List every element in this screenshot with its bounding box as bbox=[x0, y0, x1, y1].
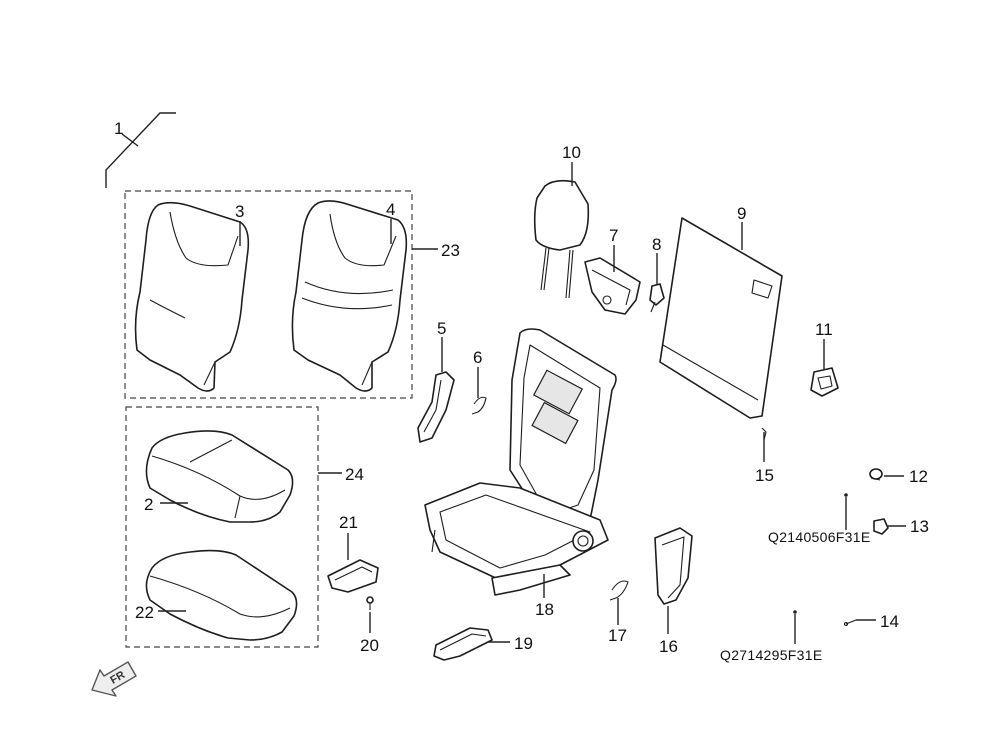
callout-2: 2 bbox=[144, 495, 153, 514]
part-17-link bbox=[609, 580, 629, 601]
part-22-cushion-pad bbox=[145, 549, 298, 641]
assembly-bracket-1 bbox=[105, 112, 176, 188]
callout-9: 9 bbox=[737, 204, 746, 223]
part-19-trim-cover bbox=[433, 627, 493, 661]
callout-11: 11 bbox=[815, 320, 833, 339]
part-12-grommet bbox=[869, 468, 883, 481]
part-10-headrest bbox=[533, 179, 590, 299]
callout-12: 12 bbox=[909, 467, 928, 486]
part-3-seatback-cover bbox=[134, 201, 250, 392]
callout-18: 18 bbox=[535, 600, 554, 619]
callout-10: 10 bbox=[562, 143, 581, 162]
part-number-lower: Q2714295F31E bbox=[720, 647, 822, 663]
callout-6: 6 bbox=[473, 348, 482, 367]
callout-17: 17 bbox=[608, 626, 627, 645]
leader-lines bbox=[158, 162, 906, 644]
callout-4: 4 bbox=[386, 200, 395, 219]
cushion-group-box bbox=[125, 406, 319, 648]
callout-24: 24 bbox=[345, 465, 364, 484]
callout-21: 21 bbox=[339, 513, 358, 532]
part-number-upper: Q2140506F31E bbox=[768, 529, 870, 545]
fastener-q2140506-dot bbox=[844, 493, 848, 497]
callout-5: 5 bbox=[437, 319, 446, 338]
part-5-side-bracket bbox=[417, 371, 455, 443]
callout-20: 20 bbox=[360, 636, 379, 655]
callout-14: 14 bbox=[880, 612, 899, 631]
part-20-screw bbox=[366, 596, 374, 610]
callout-8: 8 bbox=[652, 235, 661, 254]
callout-1: 1 bbox=[114, 119, 123, 138]
part-21-cover bbox=[327, 559, 379, 593]
part-18-seat-frame bbox=[424, 328, 617, 596]
part-4-seatback-trim bbox=[291, 200, 408, 392]
part-14-pin bbox=[843, 619, 857, 627]
part-2-cushion-cover bbox=[145, 430, 294, 523]
part-8-clip bbox=[649, 283, 665, 313]
front-direction-arrow-icon: FR bbox=[91, 661, 137, 697]
part-7-bracket bbox=[584, 257, 641, 315]
part-11-cap bbox=[810, 367, 839, 397]
callout-15: 15 bbox=[755, 466, 774, 485]
callout-19: 19 bbox=[514, 634, 533, 653]
fastener-q2714295-dot bbox=[793, 610, 797, 614]
callout-22: 22 bbox=[135, 603, 154, 622]
part-16-side-cover bbox=[654, 527, 693, 605]
callout-13: 13 bbox=[910, 517, 929, 536]
seatback-group-box bbox=[124, 190, 413, 399]
callout-16: 16 bbox=[659, 637, 678, 656]
part-6-link bbox=[471, 396, 487, 415]
callout-7: 7 bbox=[609, 226, 618, 245]
callout-23: 23 bbox=[441, 241, 460, 260]
callout-3: 3 bbox=[235, 202, 244, 221]
part-13-clip bbox=[873, 518, 889, 535]
part-9-back-panel bbox=[659, 217, 783, 419]
